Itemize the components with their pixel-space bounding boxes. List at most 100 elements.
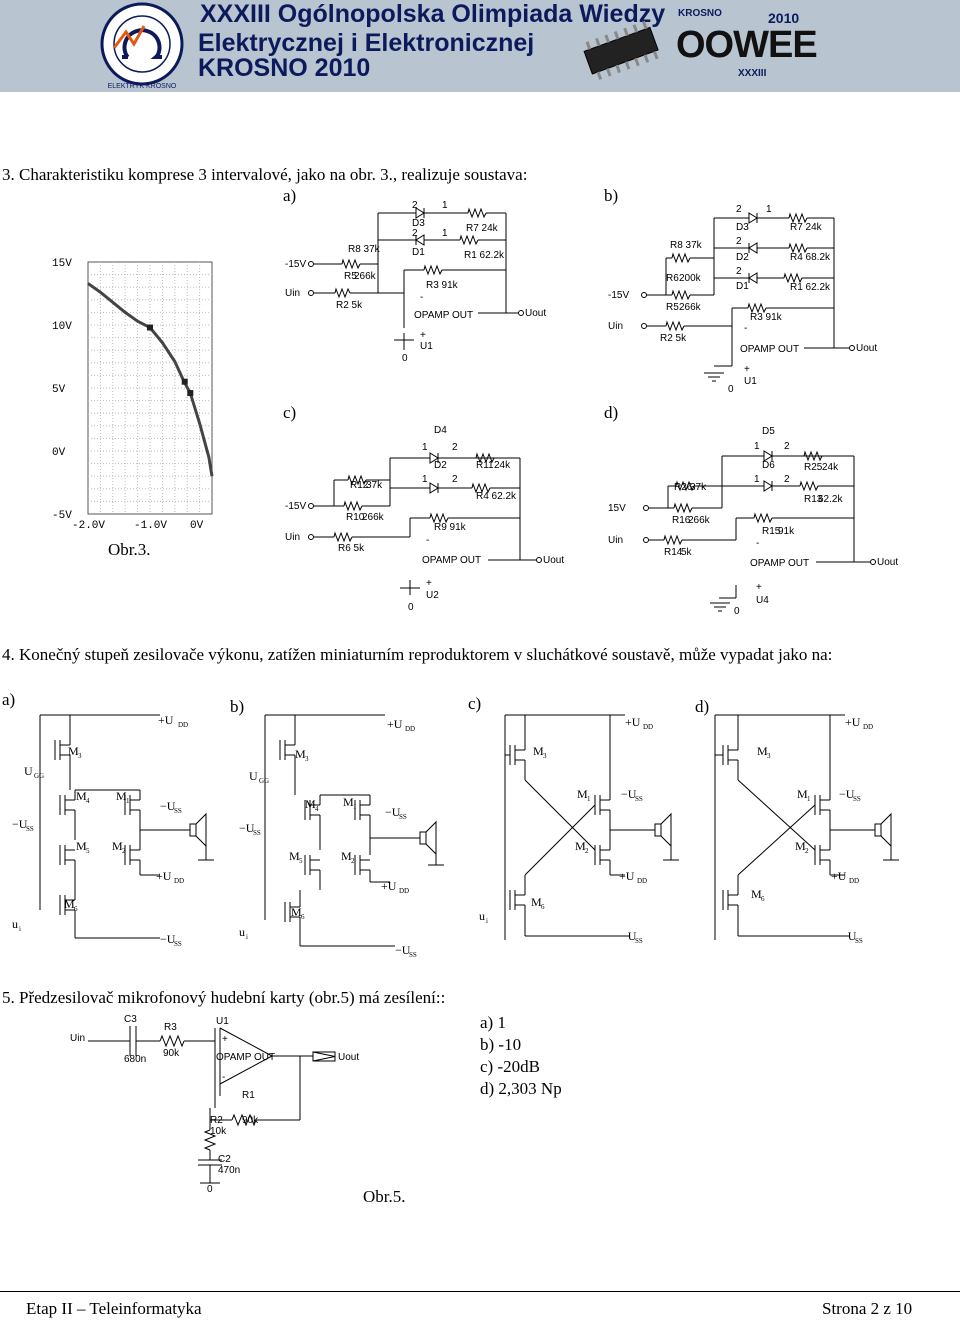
preamp-r1-value: 90k: [242, 1115, 259, 1126]
chart-x-tick-label: -1.0V: [134, 520, 167, 532]
q3-option-b: b): [604, 186, 619, 205]
circuit-c-opamp: OPAMP OUT: [422, 555, 481, 566]
chart-x-tick-label: 0V: [190, 520, 204, 532]
circuit-d-uout: Uout: [877, 557, 898, 568]
c-uss2: −U: [621, 929, 637, 943]
q4-option-a: a): [2, 690, 16, 709]
power-stage-d: +U DD M 3 M 1 −U SS M 2 +U DD M 6 −U SS: [705, 710, 925, 945]
b-m4: M: [305, 797, 316, 811]
b-gg: GG: [259, 777, 269, 785]
preamp-r1: R1: [242, 1090, 255, 1101]
circuit-c-r11-value: 24k: [494, 460, 511, 471]
a-m5: M: [76, 839, 87, 853]
circuit-a-r5: R5: [344, 271, 357, 282]
circuit-a-minus: -: [420, 292, 423, 303]
d-uss2: −U: [841, 929, 857, 943]
q5-answer-b: b) -10: [480, 1035, 522, 1054]
circuit-d-r13: R13: [804, 494, 823, 505]
chip-graphic: [568, 20, 678, 80]
header-banner: ELEKTRYK KROSNO XXXIII Ogólnopolska Olim…: [0, 0, 960, 92]
question-4-text: 4. Konečný stupeň zesilovače výkonu, zat…: [2, 645, 833, 664]
circuit-b-uin: Uin: [608, 321, 623, 332]
preamp-r2-value: 10k: [210, 1126, 227, 1137]
a-uss2: −U: [12, 817, 28, 831]
circuit-a-uin: Uin: [285, 288, 300, 299]
a-m6: M: [64, 897, 75, 911]
circuit-c-r10-value: 266k: [362, 512, 385, 523]
b-m5: M: [289, 849, 300, 863]
circuit-c-r12: R12: [350, 480, 369, 491]
circuit-c-pin2: 2: [452, 442, 458, 453]
a-udd2: +U: [156, 869, 172, 883]
circuit-d-r14-value: 5k: [681, 547, 693, 558]
chart-series: [88, 283, 212, 476]
header-title-1: XXXIII Ogólnopolska Olimpiada Wiedzy: [200, 0, 666, 28]
a-m5-n: 5: [86, 847, 90, 855]
footer-divider: [0, 1291, 960, 1292]
b-m3-n: 3: [305, 755, 309, 763]
a-i: i: [19, 925, 21, 933]
chart-y-tick-label: 5V: [52, 384, 66, 396]
circuit-d-opamp: OPAMP OUT: [750, 558, 809, 569]
circuit-a-d1: D1: [412, 247, 425, 258]
c-m6-n: 6: [541, 903, 545, 911]
circuit-b-r4: R4 68.2k: [790, 252, 831, 263]
circuit-d-d5: D5: [762, 426, 775, 437]
circuit-d-r26: R26: [674, 482, 693, 493]
circuit-a-pin1b: 1: [442, 228, 448, 239]
c-uss1: −U: [621, 787, 637, 801]
b-ss1: SS: [399, 813, 407, 821]
circuit-b-r1: R1 62.2k: [790, 282, 831, 293]
circuit-c-neg15: -15V: [285, 501, 306, 512]
chart-grid: [88, 262, 212, 514]
circuit-c-d4: D4: [434, 425, 447, 436]
circuit-d-v15: 15V: [608, 503, 626, 514]
q4-option-c: c): [468, 694, 482, 713]
a-ui: u: [12, 917, 18, 931]
c-i: i: [486, 917, 488, 925]
b-m2-n: 2: [351, 857, 355, 865]
q3-option-c: c): [283, 403, 297, 422]
circuit-d-pin2b: 2: [784, 474, 790, 485]
circuit-c-plus: +: [426, 578, 432, 589]
circuit-c-r9: R9 91k: [434, 522, 467, 533]
preamp-gnd: 0: [207, 1184, 213, 1195]
q5-answer-c: c) -20dB: [480, 1057, 540, 1076]
circuit-a-u1: U1: [420, 341, 433, 352]
a-m1: M: [116, 789, 127, 803]
b-ugg: U: [249, 769, 258, 783]
chart-y-tick-label: 0V: [52, 447, 66, 459]
circuit-d-r15: R15: [762, 526, 781, 537]
school-logo-caption: ELEKTRYK KROSNO: [108, 83, 177, 90]
circuit-b-u1: U1: [744, 376, 757, 387]
circuit-d-r15-value: 91k: [778, 526, 795, 537]
circuit-a-pin2: 2: [412, 200, 418, 211]
circuit-c-r11: R11: [476, 460, 494, 471]
circuit-d-r25: R25: [804, 462, 823, 473]
b-m1-n: 1: [353, 803, 357, 811]
c-ui: u: [479, 909, 485, 923]
chart-point: [147, 324, 153, 331]
d-m2-n: 2: [805, 847, 809, 855]
a-ss1: SS: [174, 807, 182, 815]
circuit-b-r7: R7 24k: [790, 222, 823, 233]
circuit-d: 15V Uin R26 37k R16 266k R14 5k D5 1 2 D…: [608, 426, 898, 617]
circuit-a-opamp: OPAMP OUT: [414, 310, 473, 321]
d-ss2: SS: [855, 937, 863, 945]
circuit-a: -15V Uin R8 37k R5 266k R2 5k 2 1 D3 2 1…: [285, 200, 546, 364]
d-uss1: −U: [839, 787, 855, 801]
circuit-b-d2: D2: [736, 252, 749, 263]
a-m4: M: [76, 789, 87, 803]
header-title-3: KROSNO 2010: [198, 54, 371, 82]
circuit-c: -15V Uin R12 37k R10 266k R6 5k D4 1 2 D…: [285, 425, 564, 613]
circuit-d-pin2: 2: [784, 441, 790, 452]
d-m1: M: [797, 787, 808, 801]
q5-answer-a: a) 1: [480, 1013, 506, 1032]
circuit-b-neg15: -15V: [608, 290, 629, 301]
c-m2: M: [575, 839, 586, 853]
circuit-b-plus: +: [744, 364, 750, 375]
circuit-b-r6-value: 200k: [679, 273, 702, 284]
circuit-d-r16: R16: [672, 515, 691, 526]
preamp-c3: C3: [124, 1014, 137, 1025]
